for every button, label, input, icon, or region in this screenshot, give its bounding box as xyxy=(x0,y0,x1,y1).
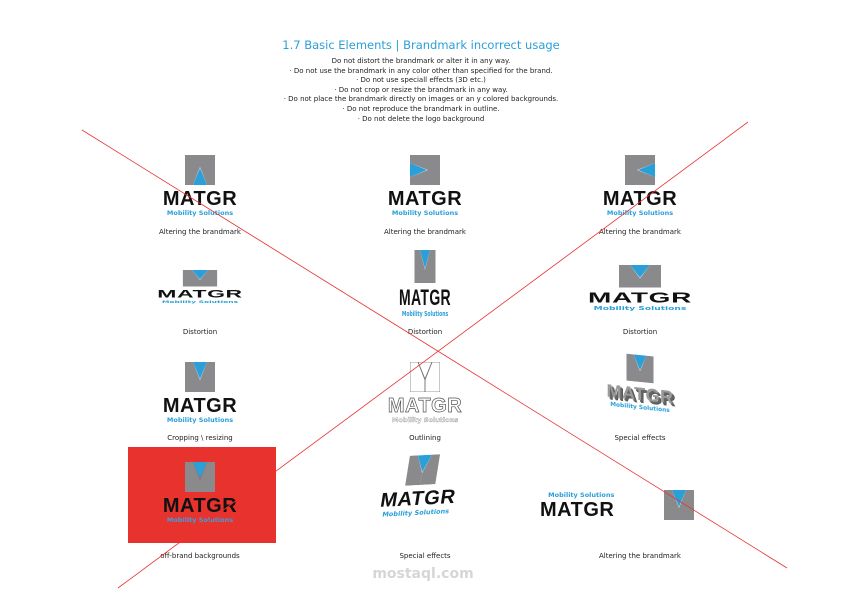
logo-tagline: Mobility Solutions xyxy=(161,299,239,305)
cross-line xyxy=(81,129,788,569)
brandmark-icon xyxy=(619,265,661,288)
brandmark-icon xyxy=(185,462,215,492)
logo-tagline: Mobility Solutions xyxy=(166,416,234,424)
brandmark-icon xyxy=(626,353,654,384)
brandmark-icon xyxy=(405,454,441,486)
rule: · Do not crop or resize the brandmark in… xyxy=(334,85,508,94)
example-caption: Distortion xyxy=(407,328,443,336)
logo-wordmark: MATGR xyxy=(587,289,693,307)
logo-wordmark: MATGR xyxy=(387,395,463,417)
example-caption: Special effects xyxy=(614,434,666,442)
brandmark-icon xyxy=(410,155,440,185)
logo-tagline: Mobility Solutions xyxy=(166,516,234,524)
usage-rules: Do not distort the brandmark or alter it… xyxy=(0,57,842,124)
logo-wordmark: MATGR xyxy=(602,188,678,210)
example-caption: Altering the brandmark xyxy=(384,228,466,236)
logo-wordmark: MATGR xyxy=(157,288,243,301)
logo-tagline: Mobility Solutions xyxy=(391,416,459,424)
example-caption: off-brand backgrounds xyxy=(160,552,240,560)
logo-tagline: Mobility Solutions xyxy=(593,305,687,312)
example-caption: Distortion xyxy=(622,328,658,336)
logo-wordmark: MATGR xyxy=(387,188,463,210)
example-caption: Cropping \ resizing xyxy=(167,434,233,442)
logo-wordmark: MATGR xyxy=(540,499,615,521)
example-caption: Altering the brandmark xyxy=(599,228,681,236)
logo-tagline: Mobility Solutions xyxy=(606,209,674,217)
rule: · Do not delete the logo background xyxy=(357,114,485,123)
example-caption: Distortion xyxy=(182,328,218,336)
cross-line xyxy=(117,121,749,589)
rule: · Do not use the brandmark in any color … xyxy=(289,66,553,75)
page-title: 1.7 Basic Elements | Brandmark incorrect… xyxy=(282,38,560,52)
rule: · Do not place the brandmark directly on… xyxy=(283,95,559,104)
rule: · Do not use speciall effects (3D etc.) xyxy=(356,76,486,85)
logo-wordmark: MATGR xyxy=(398,286,452,311)
brandmark-icon xyxy=(625,155,655,185)
brandmark-icon xyxy=(414,250,436,283)
logo-tagline: Mobility Solutions xyxy=(166,209,234,217)
example-caption: Altering the brandmark xyxy=(599,552,681,560)
logo-tagline: Mobility Solutions xyxy=(401,309,449,319)
logo-tagline: Mobility Solutions xyxy=(391,209,459,217)
brandmark-icon xyxy=(664,490,695,520)
rule: · Do not reproduce the brandmark in outl… xyxy=(342,104,500,113)
brandmark-icon xyxy=(185,155,215,185)
watermark: mostaql.com xyxy=(372,566,474,582)
rule: Do not distort the brandmark or alter it… xyxy=(331,57,511,65)
example-caption: Outlining xyxy=(409,434,441,442)
brandmark-icon xyxy=(185,362,215,392)
example-caption: Special effects xyxy=(399,552,451,560)
logo-wordmark: MATGR xyxy=(162,495,238,517)
logo-wordmark: MATGR xyxy=(162,188,238,210)
brandmark-icon xyxy=(410,362,440,392)
logo-tagline: Mobility Solutions xyxy=(548,491,615,499)
example-caption: Altering the brandmark xyxy=(159,228,241,236)
logo-wordmark: MATGR xyxy=(162,395,238,417)
brandmark-icon xyxy=(182,270,218,287)
